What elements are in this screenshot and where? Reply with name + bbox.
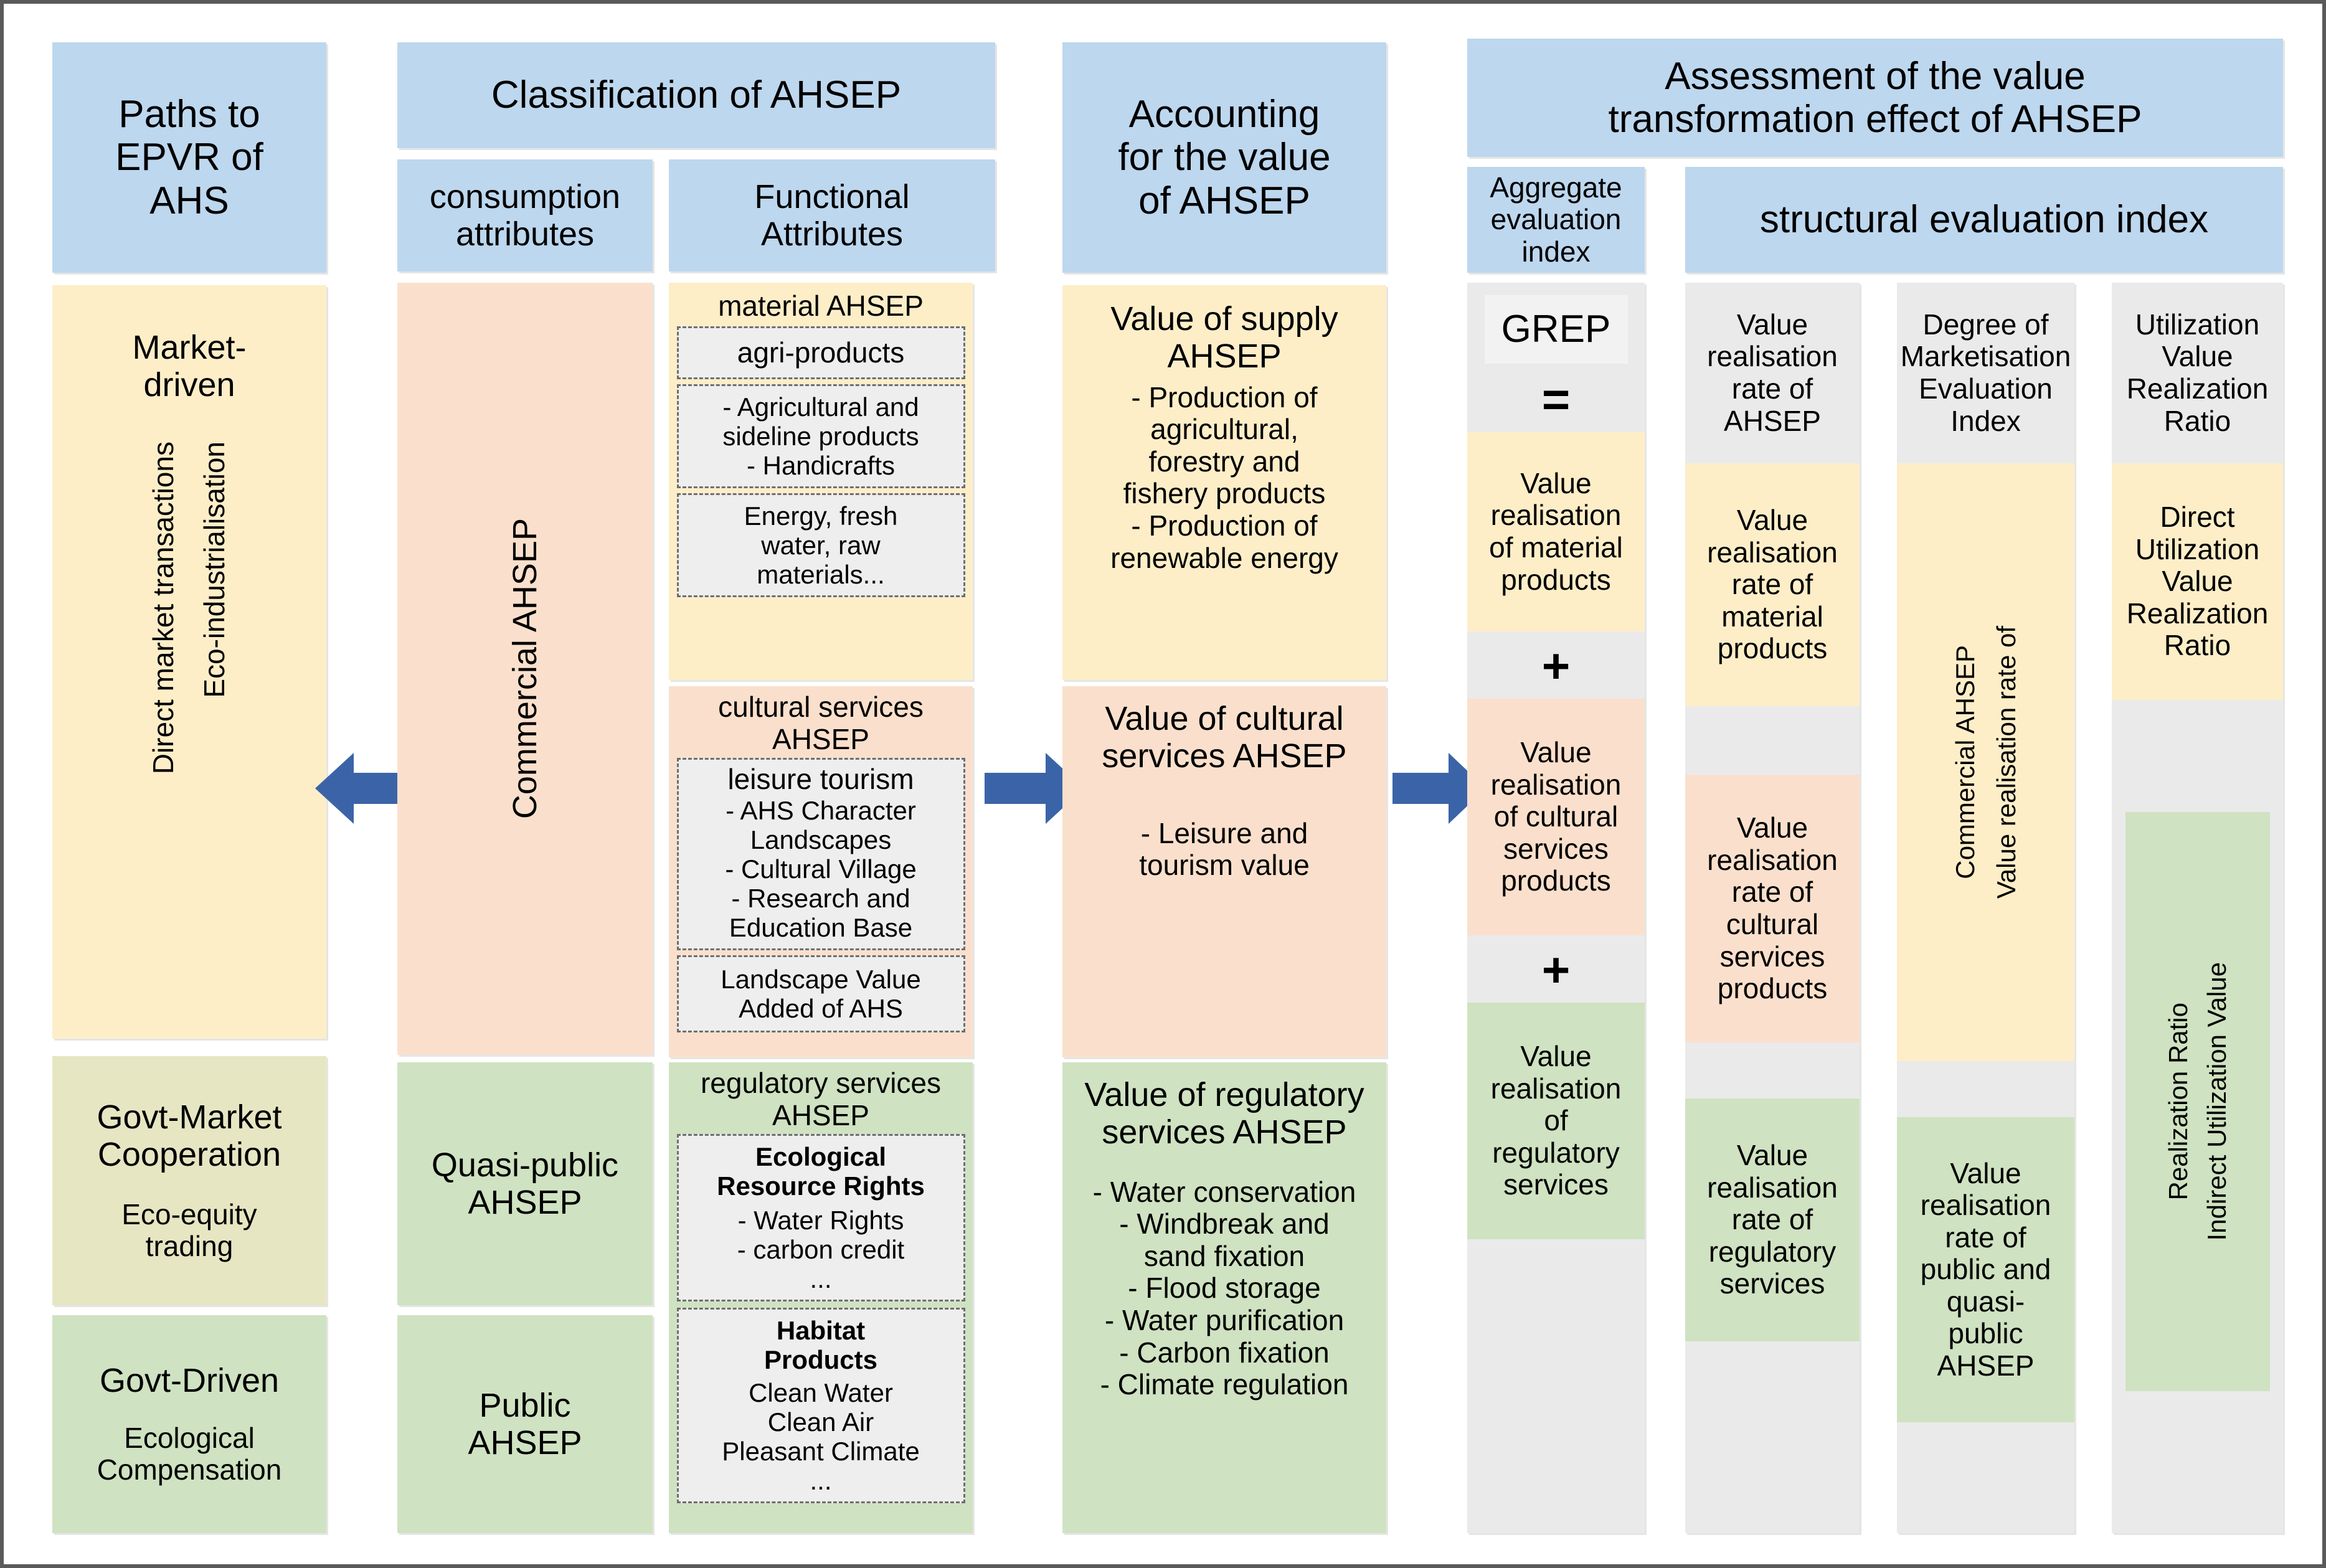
commercial-rate-vertical-line-1: Value realisation rate of	[1991, 625, 2021, 899]
cultural-item-leisure-tourism: leisure tourism - AHS Character Landscap…	[676, 758, 965, 950]
col2-subheader-consumption: consumption attributes	[397, 159, 653, 272]
structural-item-material-rate: Value realisation rate of material produ…	[1685, 463, 1860, 706]
col3-header: Accounting for the value of AHSEP	[1062, 42, 1386, 273]
col1-header-line-3: AHS	[149, 179, 229, 222]
aggregate-item-regulatory: Value realisation of regulatory services	[1467, 1003, 1645, 1239]
aggregate-column: GREP = Value realisation of material pro…	[1467, 283, 1645, 1533]
functional-group-cultural: cultural services AHSEP leisure tourism …	[669, 686, 973, 1057]
col1-header-line-2: EPVR of	[115, 136, 263, 179]
material-item-sideline: - Agricultural and sideline products - H…	[676, 384, 965, 489]
regulatory-item-habitat-products: Habitat Products Clean Water Clean Air P…	[676, 1308, 965, 1504]
structural-column-utilization: Utilization Value Realization Ratio Dire…	[2112, 283, 2283, 1533]
col1-header: Paths to EPVR of AHS	[52, 42, 326, 273]
functional-group-material: material AHSEP agri-products - Agricultu…	[669, 283, 973, 680]
structural-item-direct-utilization: Direct Utilization Value Realization Rat…	[2112, 463, 2283, 700]
indirect-utilization-vertical-line-2: Realization Ratio	[2163, 1003, 2193, 1201]
col3-block-cultural: Value of cultural services AHSEP - Leisu…	[1062, 686, 1386, 1057]
functional-group-cultural-title-1: cultural services	[718, 691, 924, 723]
structural-column-ahsep-rate: Value realisation rate of AHSEP Value re…	[1685, 283, 1860, 1533]
consumption-item-commercial: Commercial AHSEP	[397, 283, 653, 1055]
cultural-item-landscape-value: Landscape Value Added of AHS	[676, 955, 965, 1032]
commercial-rate-vertical-group: Commercial AHSEP Value realisation rate …	[1950, 626, 2020, 899]
functional-group-regulatory: regulatory services AHSEP Ecological Res…	[669, 1062, 973, 1533]
material-item-agri-products: agri-products	[676, 326, 965, 380]
market-driven-title: Market- driven	[132, 329, 247, 404]
consumption-item-public: Public AHSEP	[397, 1315, 653, 1533]
col1-header-line-1: Paths to	[118, 92, 260, 136]
functional-group-regulatory-title-1: regulatory services	[700, 1067, 942, 1099]
col1-govt-driven-box: Govt-Driven Ecological Compensation	[52, 1315, 326, 1533]
govt-driven-title: Govt-Driven	[99, 1362, 280, 1400]
functional-group-material-title: material AHSEP	[718, 290, 924, 322]
arrow-col2-to-col3-icon	[985, 748, 1084, 832]
aggregate-item-material: Value realisation of material products	[1467, 432, 1645, 631]
material-item-energy: Energy, fresh water, raw materials...	[676, 493, 965, 598]
structural-item-public-quasi-rate: Value realisation rate of public and qua…	[1897, 1117, 2074, 1422]
col4-header: Assessment of the value transformation e…	[1467, 39, 2283, 157]
col4-subheader-aggregate: Aggregate evaluation index	[1467, 167, 1645, 273]
arrow-col3-to-col4-icon	[1392, 748, 1486, 832]
structural-column-marketisation: Degree of Marketisation Evaluation Index…	[1897, 283, 2074, 1533]
govt-driven-subtitle: Ecological Compensation	[97, 1421, 282, 1486]
aggregate-item-cultural: Value realisation of cultural services p…	[1467, 699, 1645, 935]
col3-block-supply: Value of supply AHSEP - Production of ag…	[1062, 285, 1386, 680]
grep-label: GREP	[1484, 295, 1628, 364]
structural-item-cultural-rate: Value realisation rate of cultural servi…	[1685, 775, 1860, 1042]
consumption-item-quasi-public: Quasi-public AHSEP	[397, 1062, 653, 1305]
market-vertical-label-direct: Direct market transactions	[147, 441, 180, 775]
equals-symbol: =	[1541, 372, 1571, 427]
plus-symbol-2: +	[1541, 942, 1571, 997]
structural-item-commercial-rate: Commercial AHSEP Value realisation rate …	[1897, 463, 2074, 1061]
govt-market-title: Govt-Market Cooperation	[97, 1098, 282, 1174]
col3-block-regulatory: Value of regulatory services AHSEP - Wat…	[1062, 1062, 1386, 1533]
indirect-utilization-vertical-group: Realization Ratio Indirect Utilization V…	[2163, 962, 2231, 1240]
structural-header-ahsep-rate: Value realisation rate of AHSEP	[1707, 308, 1838, 437]
col1-govt-market-box: Govt-Market Cooperation Eco-equity tradi…	[52, 1056, 326, 1305]
col4-subheader-structural: structural evaluation index	[1685, 167, 2283, 273]
commercial-rate-vertical-line-2: Commercial AHSEP	[1950, 645, 1980, 879]
col2-subheader-functional: Functional Attributes	[669, 159, 995, 272]
market-vertical-label-eco: Eco-industrialisation	[198, 441, 230, 698]
plus-symbol-1: +	[1541, 638, 1571, 693]
arrow-col2-to-col1-icon	[315, 748, 415, 832]
govt-market-subtitle: Eco-equity trading	[121, 1197, 257, 1263]
commercial-ahsep-vertical-label: Commercial AHSEP	[506, 518, 544, 819]
functional-group-regulatory-title-2: AHSEP	[772, 1098, 869, 1131]
market-driven-vertical-group: Direct market transactions Eco-industria…	[147, 441, 230, 965]
structural-item-indirect-utilization: Realization Ratio Indirect Utilization V…	[2125, 812, 2270, 1391]
structural-header-utilization: Utilization Value Realization Ratio	[2126, 308, 2269, 437]
structural-item-regulatory-rate: Value realisation rate of regulatory ser…	[1685, 1098, 1860, 1341]
functional-group-cultural-title-2: AHSEP	[772, 722, 869, 755]
structural-header-marketisation: Degree of Marketisation Evaluation Index	[1900, 308, 2071, 437]
col1-market-driven-box: Market- driven Direct market transaction…	[52, 285, 326, 1039]
regulatory-item-ecological-resource-rights: Ecological Resource Rights - Water Right…	[676, 1134, 965, 1302]
indirect-utilization-vertical-line-1: Indirect Utilization Value	[2201, 962, 2231, 1241]
col2-header: Classification of AHSEP	[397, 42, 995, 148]
